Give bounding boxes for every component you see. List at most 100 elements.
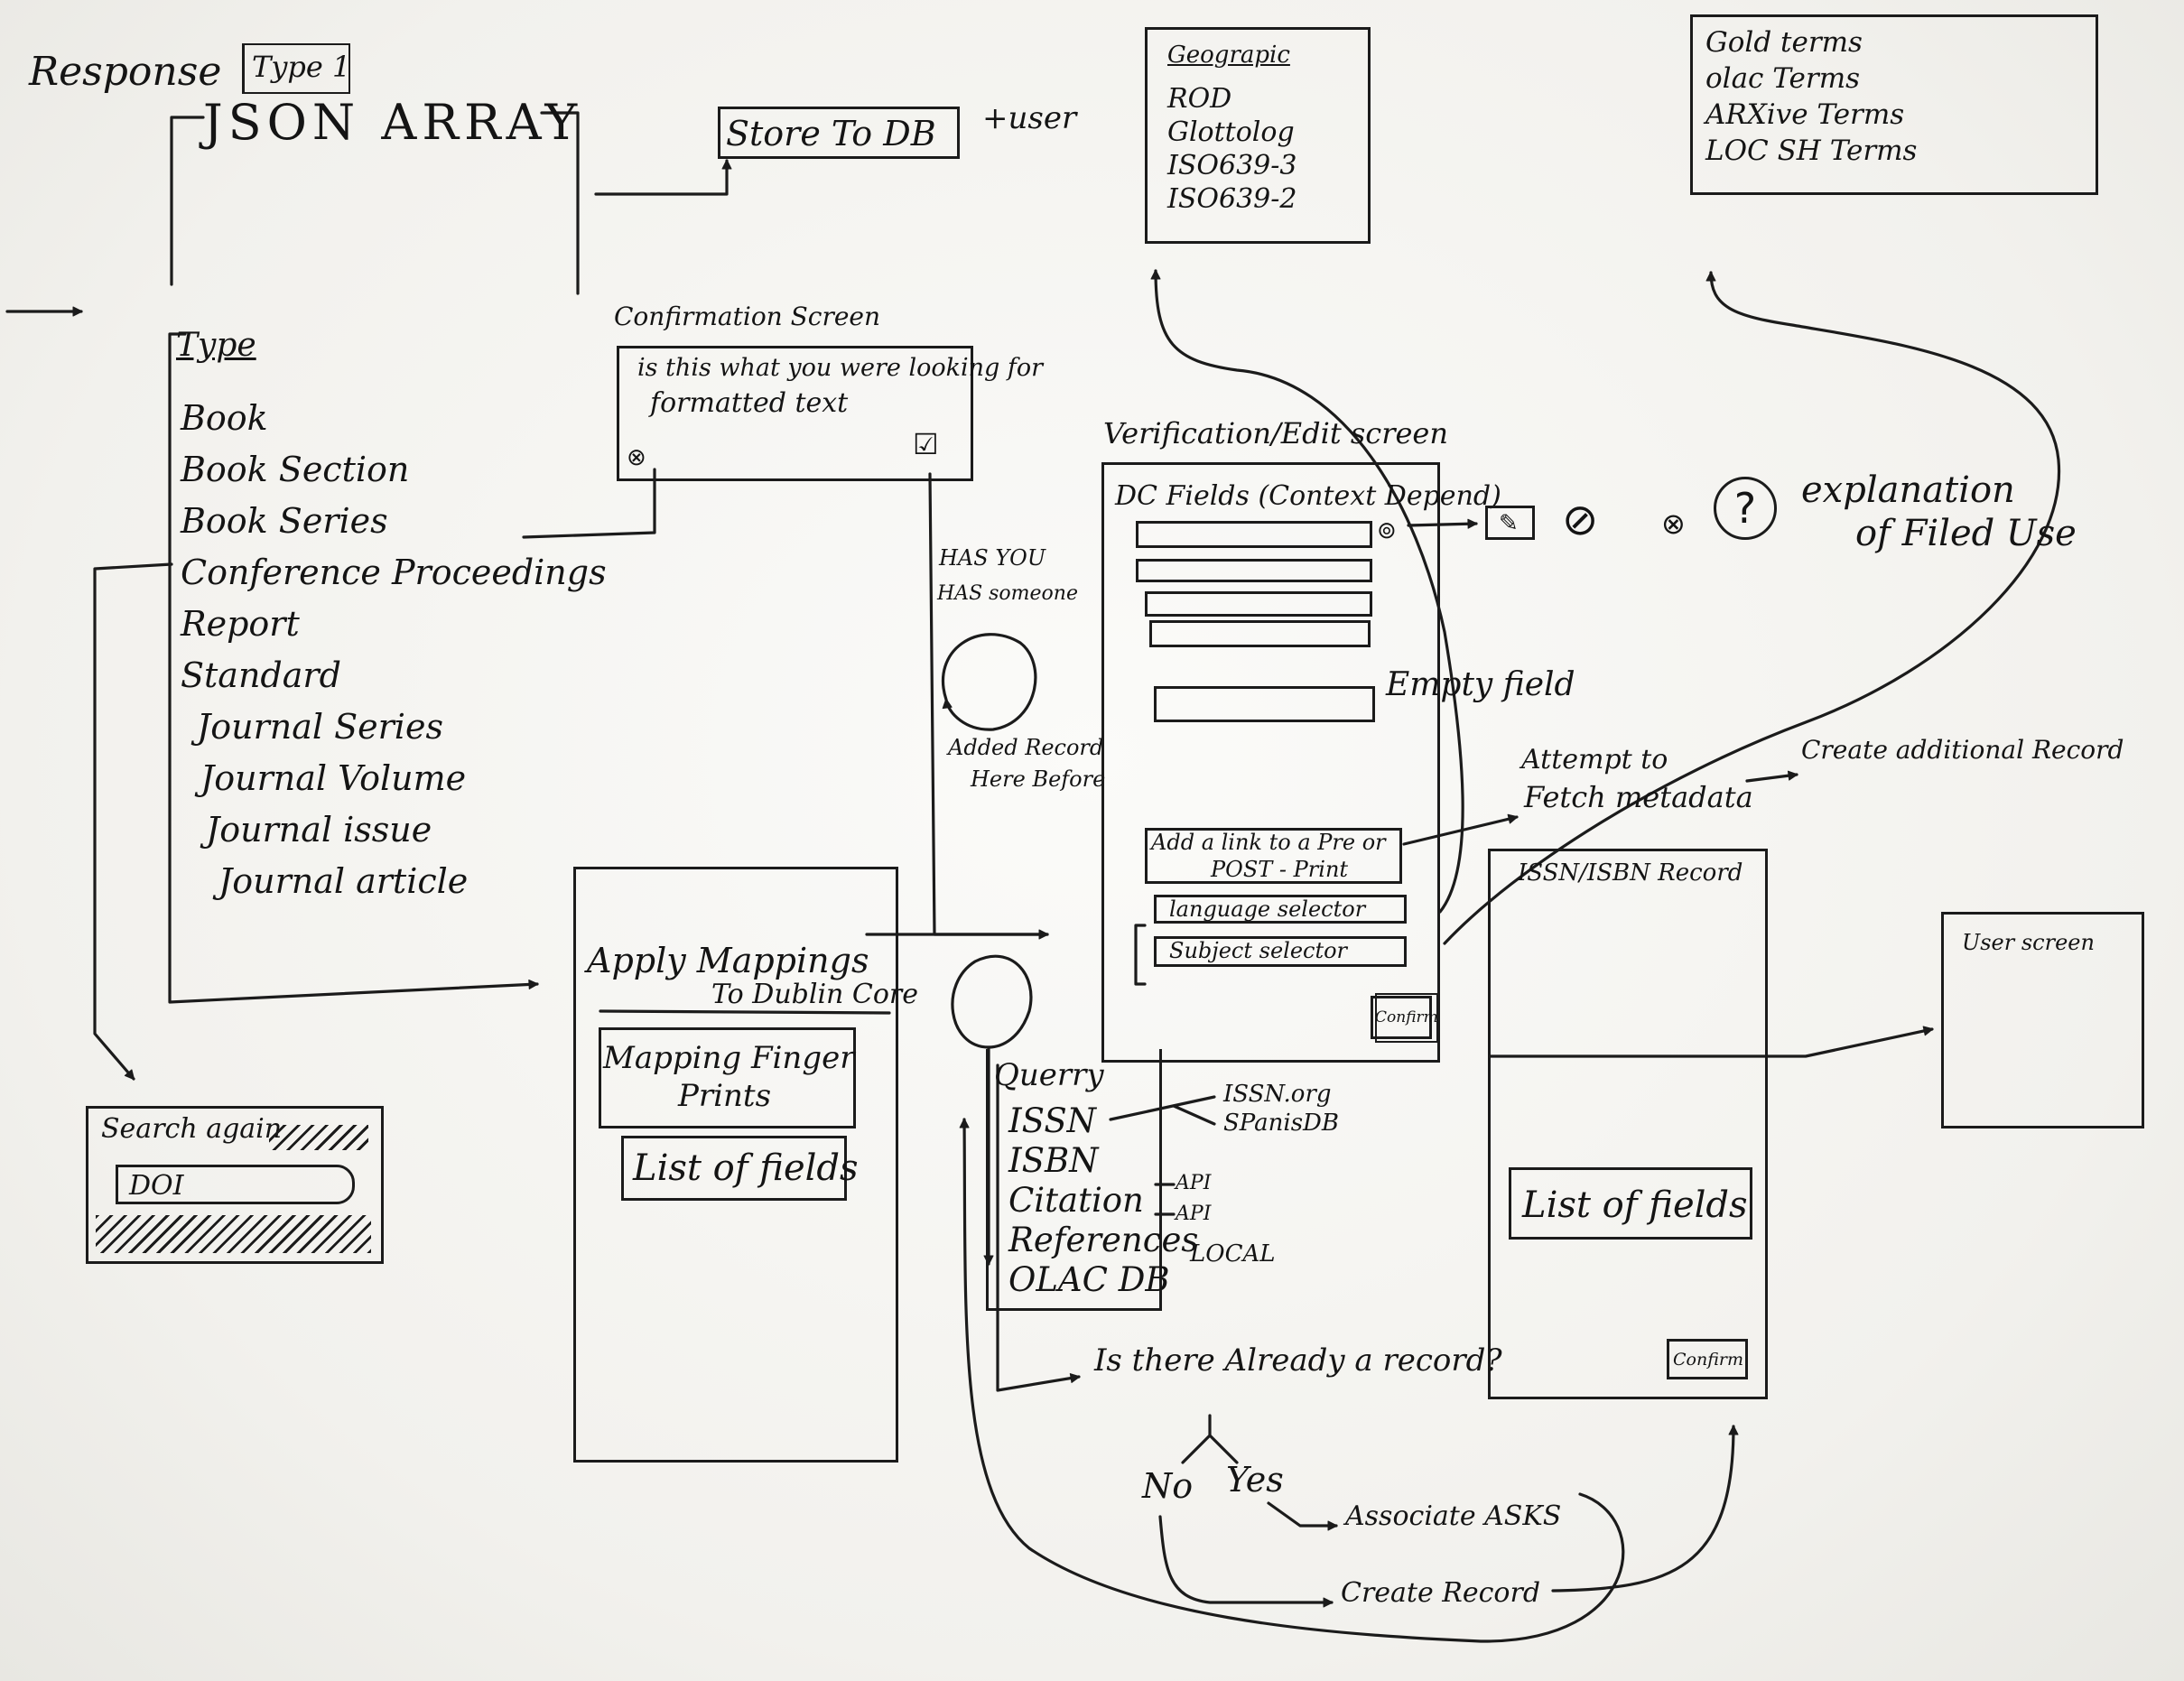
- edge-yes-to-associate: [1267, 1501, 1338, 1531]
- query-title: Querry: [994, 1057, 1104, 1093]
- issn-confirm-label: Confirm: [1673, 1350, 1743, 1370]
- explanation-label-2: of Filed Use: [1855, 513, 2077, 554]
- confirmation-screen: is this what you were looking for format…: [617, 346, 1043, 481]
- explanation-label-1: explanation: [1801, 469, 2015, 511]
- target-spanisdb: SPanisDB: [1223, 1110, 1339, 1137]
- terms-list: Gold terms olac Terms ARXive Terms LOC S…: [1705, 24, 1917, 169]
- mappings-list-of-fields-label: List of fields: [633, 1147, 859, 1189]
- geographic-title: Geograpic: [1167, 42, 1290, 69]
- query-item-olac-db: OLAC DB: [1008, 1260, 1170, 1299]
- add-link-label-2: POST - Print: [1211, 857, 1349, 882]
- type-item-report: Report: [181, 604, 300, 644]
- type-item-book-section: Book Section: [181, 450, 410, 489]
- accept-field-icon[interactable]: ⊘: [1562, 495, 1599, 545]
- add-link-label-1: Add a link to a Pre or: [1151, 830, 1386, 855]
- geo-item-iso639-3: ISO639-3: [1167, 150, 1297, 181]
- type-item-conference-proceedings: Conference Proceedings: [181, 553, 607, 592]
- type-list-bracket: [168, 332, 539, 1004]
- language-selector-label: language selector: [1169, 896, 1366, 922]
- dc-field-input-3[interactable]: [1145, 591, 1372, 617]
- edge-conference-to-confirmation: [522, 468, 656, 539]
- mapping-fingerprints-label-1: Mapping Finger: [603, 1040, 855, 1076]
- terms-item-loc-sh: LOC SH Terms: [1705, 135, 1918, 167]
- search-again-screen: Search again DOI: [86, 1106, 384, 1264]
- edge-issn-to-spanisdb: [1172, 1104, 1216, 1126]
- json-array-right-bracket: [540, 111, 580, 295]
- verification-confirm-button[interactable]: Confirm: [1371, 996, 1438, 1039]
- issn-record-title: ISSN/ISBN Record: [1518, 859, 1743, 887]
- mapping-fingerprints-label-2: Prints: [678, 1078, 772, 1114]
- edge-associate-loop: [959, 1118, 1625, 1643]
- mapping-separator: [599, 1009, 891, 1015]
- loop-query: [951, 954, 1033, 1049]
- geo-item-iso639-2: ISO639-2: [1167, 183, 1297, 215]
- mapping-fingerprints-box: Mapping Finger Prints: [599, 1027, 856, 1128]
- issn-list-of-fields-label: List of fields: [1522, 1184, 1748, 1226]
- subject-selector-label: Subject selector: [1169, 938, 1348, 963]
- citation-api-label: API: [1176, 1172, 1212, 1194]
- query-item-issn: ISSN: [1008, 1101, 1097, 1140]
- target-issn-org: ISSN.org: [1223, 1081, 1332, 1108]
- attempt-fetch-label-1: Attempt to: [1521, 744, 1668, 775]
- create-record-label: Create Record: [1341, 1577, 1541, 1609]
- type-item-journal-issue: Journal issue: [206, 810, 432, 850]
- query-box: Querry ISSN ISBN Citation References OLA…: [986, 1049, 1198, 1311]
- search-again-hatch-bottom: [96, 1215, 371, 1253]
- dc-field-input-empty[interactable]: [1154, 686, 1375, 722]
- geo-item-glottolog: Glottolog: [1167, 116, 1295, 148]
- help-icon[interactable]: ?: [1714, 477, 1777, 540]
- json-array-label: JSON ARRAY: [203, 94, 583, 151]
- issn-list-of-fields: List of fields: [1509, 1167, 1752, 1240]
- reject-icon[interactable]: ⊗: [627, 444, 646, 471]
- geographic-box: Geograpic ROD Glottolog ISO639-3 ISO639-…: [1145, 27, 1371, 244]
- accept-check-icon[interactable]: ☑: [913, 427, 939, 461]
- doi-search-input[interactable]: DOI: [116, 1165, 355, 1204]
- references-api-label: API: [1176, 1203, 1212, 1225]
- store-to-db-box: Store To DB: [718, 107, 960, 159]
- search-again-hatch-top: [269, 1125, 368, 1150]
- apply-mappings-title-1: Apply Mappings: [587, 941, 869, 980]
- confirmation-question: is this what you were looking for: [637, 354, 1044, 382]
- subject-selector[interactable]: Subject selector: [1154, 936, 1407, 967]
- type-tag: Type 1: [252, 50, 351, 84]
- decision-no: No: [1142, 1466, 1194, 1506]
- has-you-label: HAS YOU: [939, 545, 1046, 571]
- issn-confirm-button[interactable]: Confirm: [1667, 1339, 1748, 1379]
- response-title: Response: [29, 49, 222, 95]
- language-selector[interactable]: language selector: [1154, 895, 1407, 924]
- decision-yes: Yes: [1226, 1460, 1284, 1500]
- associate-asks-label: Associate ASKS: [1345, 1500, 1562, 1532]
- issn-isbn-record-screen: ISSN/ISBN Record List of fields Confirm: [1488, 849, 1768, 1399]
- decision-fork: [1181, 1414, 1239, 1464]
- reject-field-icon[interactable]: ⊗: [1661, 506, 1686, 541]
- has-someone-label: HAS someone: [937, 582, 1078, 605]
- olac-local-label: LOCAL: [1190, 1240, 1276, 1268]
- edge-add-link-to-fetch: [1402, 813, 1519, 846]
- query-item-isbn: ISBN: [1008, 1141, 1099, 1180]
- verification-title: Verification/Edit screen: [1103, 416, 1448, 450]
- add-link-button[interactable]: Add a link to a Pre or POST - Print: [1145, 828, 1402, 884]
- dc-field-input-4[interactable]: [1149, 620, 1371, 647]
- edge-conference-to-search-again: [93, 562, 173, 1081]
- edit-field-icon-box[interactable]: ✎: [1485, 506, 1535, 540]
- edge-issn-to-targets: [1109, 1095, 1216, 1121]
- terms-box: Gold terms olac Terms ARXive Terms LOC S…: [1690, 14, 2098, 195]
- geographic-list: ROD Glottolog ISO639-3 ISO639-2: [1167, 82, 1296, 216]
- empty-field-label: Empty field: [1386, 666, 1575, 703]
- apply-mappings-screen: Apply Mappings To Dublin Core Mapping Fi…: [573, 867, 918, 1463]
- user-screen: User screen: [1941, 912, 2144, 1128]
- type-list: Book Book Section Book Series Conference…: [181, 393, 607, 907]
- dc-field-input-2[interactable]: [1136, 559, 1372, 582]
- edge-query-to-decision: [996, 1063, 1081, 1392]
- here-before-label: Here Before: [971, 766, 1106, 792]
- terms-item-olac: olac Terms: [1705, 62, 1861, 95]
- dc-field-input-1[interactable]: [1136, 521, 1372, 548]
- query-item-references: References: [1008, 1221, 1199, 1259]
- store-user-suffix: +user: [982, 100, 1077, 136]
- search-again-title: Search again: [101, 1113, 283, 1145]
- selector-bracket: [1134, 924, 1147, 986]
- type-item-book-series: Book Series: [181, 501, 388, 541]
- edge-create-to-issn: [1551, 1425, 1739, 1593]
